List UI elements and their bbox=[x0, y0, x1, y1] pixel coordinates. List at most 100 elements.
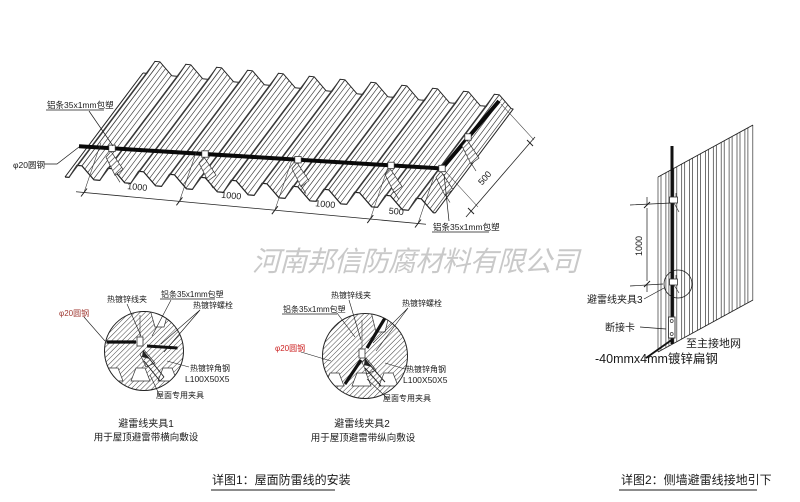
hatch-line bbox=[104, 311, 142, 391]
hatch-line bbox=[104, 311, 168, 391]
leader-line bbox=[166, 360, 190, 368]
hatch-line bbox=[365, 95, 444, 200]
hatch-line bbox=[244, 86, 324, 192]
hatch-line bbox=[247, 90, 326, 195]
hatch-line bbox=[149, 74, 228, 179]
leader-line bbox=[366, 378, 387, 398]
clamp-bolt bbox=[358, 348, 366, 359]
hatch-line bbox=[115, 67, 194, 173]
hatch-line bbox=[113, 311, 184, 391]
hatch-line bbox=[322, 313, 370, 399]
detail2-section-drawing bbox=[322, 313, 408, 399]
hatch-line bbox=[104, 311, 162, 391]
hatch-line bbox=[104, 311, 116, 391]
leader-line bbox=[348, 299, 362, 341]
hatch-line bbox=[177, 73, 256, 179]
hatch-line bbox=[470, 162, 477, 172]
leader-line bbox=[151, 299, 172, 337]
hatch-line bbox=[300, 185, 307, 194]
hatch-line bbox=[90, 71, 169, 177]
hatch-line bbox=[138, 67, 217, 173]
roof-panel-drawing bbox=[64, 60, 536, 228]
clamp-bolt bbox=[387, 161, 395, 170]
hatch-line bbox=[151, 77, 231, 183]
d2-bolt-label: 热镀锌螺栓 bbox=[402, 298, 442, 308]
hatch-line bbox=[104, 311, 105, 391]
detail-circle bbox=[322, 313, 408, 399]
dim-tick bbox=[643, 280, 651, 288]
wall-annotations: 避雷线夹具3 断接卡 至主接地网 -40mmx4mm镀锌扁钢 1000 bbox=[587, 197, 741, 366]
hatch-line bbox=[143, 67, 222, 173]
hatch-line bbox=[207, 179, 214, 189]
hatch-line bbox=[278, 93, 357, 198]
hatch-line bbox=[269, 82, 349, 188]
leader-line bbox=[149, 374, 160, 395]
hatch-line bbox=[154, 81, 234, 186]
hatch-line bbox=[199, 73, 279, 179]
dim-extension bbox=[274, 160, 293, 211]
dim-extension bbox=[444, 170, 479, 208]
hatch-line bbox=[174, 70, 253, 176]
hatch-line bbox=[322, 313, 360, 399]
clamp-bolt bbox=[438, 164, 446, 173]
hatch-line bbox=[213, 83, 293, 189]
hatch-line bbox=[292, 82, 371, 187]
hatch-line bbox=[123, 78, 203, 183]
hatch-line bbox=[159, 376, 165, 382]
conductor-clamp bbox=[461, 139, 480, 165]
hatch-line bbox=[309, 96, 388, 201]
dim-tick bbox=[526, 139, 534, 147]
leader-line bbox=[44, 146, 80, 165]
hatch-line bbox=[323, 85, 402, 190]
wall-dim-1000: 1000 bbox=[634, 236, 644, 256]
hatch-line bbox=[93, 75, 172, 180]
roof-left-edge bbox=[64, 72, 144, 178]
hatch-line bbox=[322, 313, 380, 399]
hatch-line bbox=[104, 311, 152, 391]
hatch-line bbox=[210, 80, 290, 185]
hatch-line bbox=[118, 71, 197, 176]
hatch-line bbox=[104, 311, 136, 391]
angle-steel bbox=[147, 356, 165, 378]
hatch-line bbox=[104, 311, 126, 391]
d2-subtitle: 用于屋顶避雷带纵向敷设 bbox=[311, 432, 416, 444]
clamp-bolt bbox=[108, 144, 116, 152]
hatch-line bbox=[334, 92, 413, 197]
hatch-line bbox=[390, 91, 469, 197]
hatch-line bbox=[393, 94, 472, 200]
leader-line bbox=[372, 307, 409, 352]
dim-extension bbox=[500, 103, 535, 141]
wall-bottom-edge bbox=[657, 299, 754, 353]
hatch-line bbox=[104, 311, 147, 391]
hatch-line bbox=[182, 80, 262, 186]
conductor-section bbox=[146, 344, 178, 350]
hatch-line bbox=[322, 313, 339, 399]
hatch-line bbox=[185, 84, 265, 189]
hatch-line bbox=[398, 313, 408, 399]
dim-extension bbox=[179, 151, 197, 202]
hatch-line bbox=[204, 73, 284, 179]
detail3-circle bbox=[663, 269, 693, 299]
d1-subtitle: 用于屋顶避雷带横向敷设 bbox=[94, 432, 199, 444]
leader-line bbox=[336, 312, 356, 338]
profile-valley bbox=[104, 367, 124, 382]
hatch-line bbox=[238, 79, 318, 185]
roof-front-edge bbox=[64, 164, 436, 214]
breaker-bolt bbox=[669, 319, 674, 323]
detail2-annotations: 热镀锌线夹 铝条35x1mm包塑 热镀锌螺栓 φ20圆钢 热镀锌角钢 L100X… bbox=[275, 290, 448, 444]
leader-line bbox=[639, 326, 667, 330]
d1-angle-spec: L100X50X5 bbox=[185, 374, 230, 384]
d2-angle-spec: L100X50X5 bbox=[403, 375, 448, 385]
ground-lead bbox=[645, 339, 673, 359]
hatch-line bbox=[306, 92, 385, 198]
wall-clamp3-label: 避雷线夹具3 bbox=[587, 293, 643, 306]
hatch-line bbox=[322, 313, 349, 399]
hatch-line bbox=[235, 76, 315, 182]
hatch-line bbox=[398, 101, 478, 207]
leader-line bbox=[643, 287, 665, 300]
d2-angle-label: 热镀锌角钢 bbox=[406, 364, 446, 374]
clamp-bolt bbox=[294, 156, 302, 164]
wall-breaker-label: 断接卡 bbox=[605, 321, 635, 334]
hatch-line bbox=[393, 313, 408, 399]
dim-extension bbox=[83, 142, 102, 193]
